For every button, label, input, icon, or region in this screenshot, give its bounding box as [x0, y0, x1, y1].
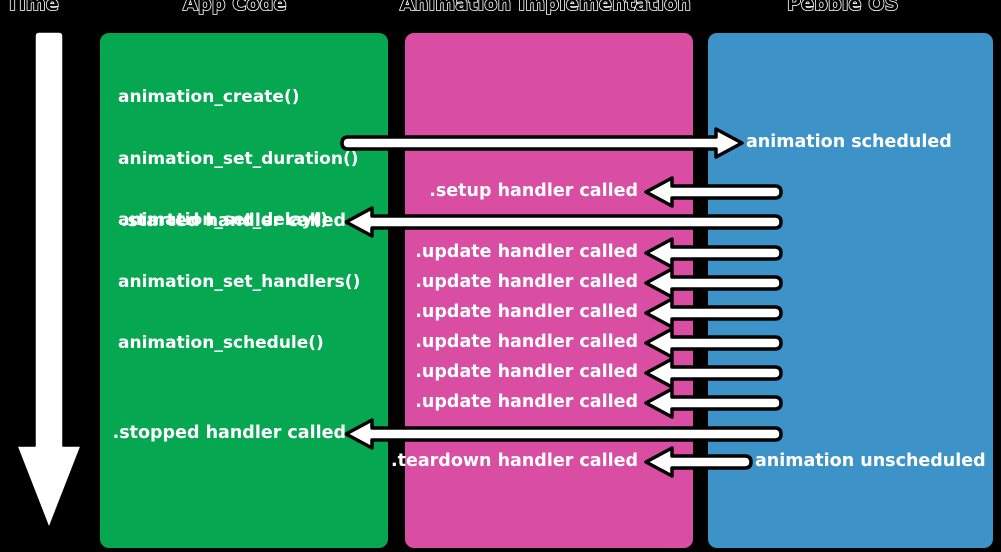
arrow-animation-scheduled — [340, 127, 744, 159]
arrow-update-handler — [644, 357, 783, 389]
lane-app-code — [100, 33, 388, 548]
code-line: animation_set_duration() — [118, 148, 359, 169]
label-animation-unscheduled: animation unscheduled — [755, 451, 986, 471]
arrow-setup-handler — [644, 176, 783, 208]
label-update-handler-called: .update handler called — [415, 272, 638, 292]
app-code-call-list: animation_create() animation_set_duratio… — [118, 46, 360, 395]
label-animation-scheduled: animation scheduled — [746, 132, 952, 152]
arrow-stopped-handler — [344, 418, 783, 450]
column-header-animation-implementation: Animation Implementation — [399, 0, 692, 16]
label-update-handler-called: .update handler called — [415, 392, 638, 412]
label-started-handler-called: .started handler called — [120, 211, 346, 231]
arrow-update-handler — [644, 237, 783, 269]
arrow-update-handler — [644, 297, 783, 329]
label-teardown-handler-called: .teardown handler called — [390, 451, 638, 471]
time-down-arrow-icon — [16, 31, 82, 529]
arrow-teardown-handler — [644, 446, 753, 478]
column-header-time: Time — [5, 0, 59, 16]
arrow-update-handler — [644, 327, 783, 359]
column-header-app-code: App Code — [182, 0, 287, 16]
label-stopped-handler-called: .stopped handler called — [112, 423, 346, 443]
arrow-update-handler — [644, 387, 783, 419]
column-header-pebble-os: Pebble OS — [786, 0, 899, 16]
label-setup-handler-called: .setup handler called — [429, 181, 638, 201]
label-update-handler-called: .update handler called — [415, 332, 638, 352]
code-line: animation_set_handlers() — [118, 271, 361, 292]
label-update-handler-called: .update handler called — [415, 302, 638, 322]
label-update-handler-called: .update handler called — [415, 242, 638, 262]
code-line: animation_set_delay() — [118, 210, 329, 230]
code-line: animation_create() — [118, 87, 300, 107]
arrow-update-handler — [644, 267, 783, 299]
label-update-handler-called: .update handler called — [415, 362, 638, 382]
code-line: animation_schedule() — [118, 333, 324, 353]
arrow-started-handler — [344, 206, 783, 238]
